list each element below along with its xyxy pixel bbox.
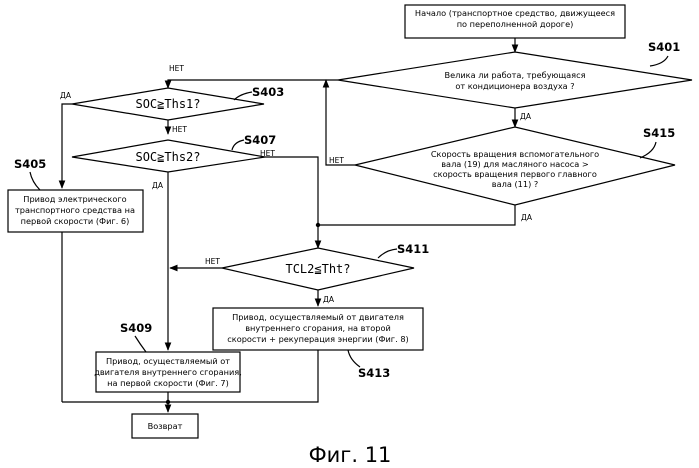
s409-text: Привод, осуществляемый отдвигателя внутр…: [94, 356, 242, 388]
s415-line-4: вала (11) ?: [492, 179, 538, 189]
leader-s409: [135, 336, 146, 352]
edge-s403-yes: [62, 104, 72, 188]
s413-line-1: Привод, осуществляемый от двигателя: [232, 312, 404, 322]
s411-line-1: TCL2≦Tht?: [285, 262, 350, 276]
s405-text: Привод электрическоготранспортного средс…: [15, 194, 135, 226]
s413-text: Привод, осуществляемый от двигателявнутр…: [227, 312, 408, 344]
label-s415-yes: ДА: [521, 213, 533, 222]
s407-text: SOC≧Ths2?: [135, 150, 200, 164]
junction-dot: [316, 223, 320, 227]
s405-line-2: транспортного средства на: [15, 205, 135, 215]
s413-line-3: скорости + рекуперация энергии (Фиг. 8): [227, 334, 408, 344]
leader-s411: [378, 249, 397, 258]
leader-s401: [650, 56, 668, 66]
leader-s413: [348, 350, 360, 367]
s413-line-2: внутреннего сгорания, на второй: [245, 323, 391, 333]
s403-line-1: SOC≧Ths1?: [135, 97, 200, 111]
label-s403-no: НЕТ: [172, 125, 187, 134]
leader-s403: [234, 92, 252, 100]
start-line-1: Начало (транспортное средство, движущеес…: [415, 8, 615, 18]
s401-line-2: от кондиционера воздуха ?: [455, 81, 574, 91]
edge-s415-no: [326, 80, 355, 165]
label-s403-yes: ДА: [60, 91, 72, 100]
leader-s405: [30, 172, 40, 190]
label-s407-no: НЕТ: [260, 149, 275, 158]
s401-text: Велика ли работа, требующаясяот кондицио…: [444, 70, 585, 91]
start-line-2: по переполненной дороге): [457, 19, 574, 29]
label-s401-no: НЕТ: [169, 64, 184, 73]
figure-caption: Фиг. 11: [309, 443, 392, 467]
s415-line-1: Скорость вращения вспомогательного: [431, 149, 599, 159]
label-s411-no: НЕТ: [205, 257, 220, 266]
decision-s401: [338, 52, 692, 108]
step-label-s409: S409: [120, 321, 152, 335]
s409-line-1: Привод, осуществляемый от: [106, 356, 230, 366]
leader-s415: [640, 142, 656, 158]
s405-line-1: Привод электрического: [23, 194, 126, 204]
label-s411-yes: ДА: [323, 295, 335, 304]
step-label-s413: S413: [358, 366, 390, 380]
step-label-s411: S411: [397, 242, 429, 256]
end-line-1: Возврат: [148, 421, 183, 431]
leader-s407: [232, 140, 244, 150]
s415-line-3: скорость вращения первого главного: [433, 169, 597, 179]
edge-s415-yes: [318, 205, 515, 225]
step-label-s405: S405: [14, 157, 46, 171]
edge-s407-no: [265, 157, 318, 225]
step-label-s407: S407: [244, 133, 276, 147]
s411-text: TCL2≦Tht?: [285, 262, 350, 276]
s401-line-1: Велика ли работа, требующаяся: [444, 70, 585, 80]
step-label-s415: S415: [643, 126, 675, 140]
label-s415-no: НЕТ: [329, 156, 344, 165]
s405-line-3: первой скорости (Фиг. 6): [21, 216, 130, 226]
step-label-s401: S401: [648, 40, 680, 54]
label-s401-yes: ДА: [520, 112, 532, 121]
s407-line-1: SOC≧Ths2?: [135, 150, 200, 164]
step-label-s403: S403: [252, 85, 284, 99]
s409-line-2: двигателя внутреннего сгорания,: [94, 367, 242, 377]
s403-text: SOC≧Ths1?: [135, 97, 200, 111]
s415-line-2: вала (19) для масляного насоса >: [441, 159, 589, 169]
end-text: Возврат: [148, 421, 183, 431]
label-s407-yes: ДА: [152, 181, 164, 190]
merge-dot: [166, 400, 170, 404]
s409-line-3: на первой скорости (Фиг. 7): [107, 378, 229, 388]
